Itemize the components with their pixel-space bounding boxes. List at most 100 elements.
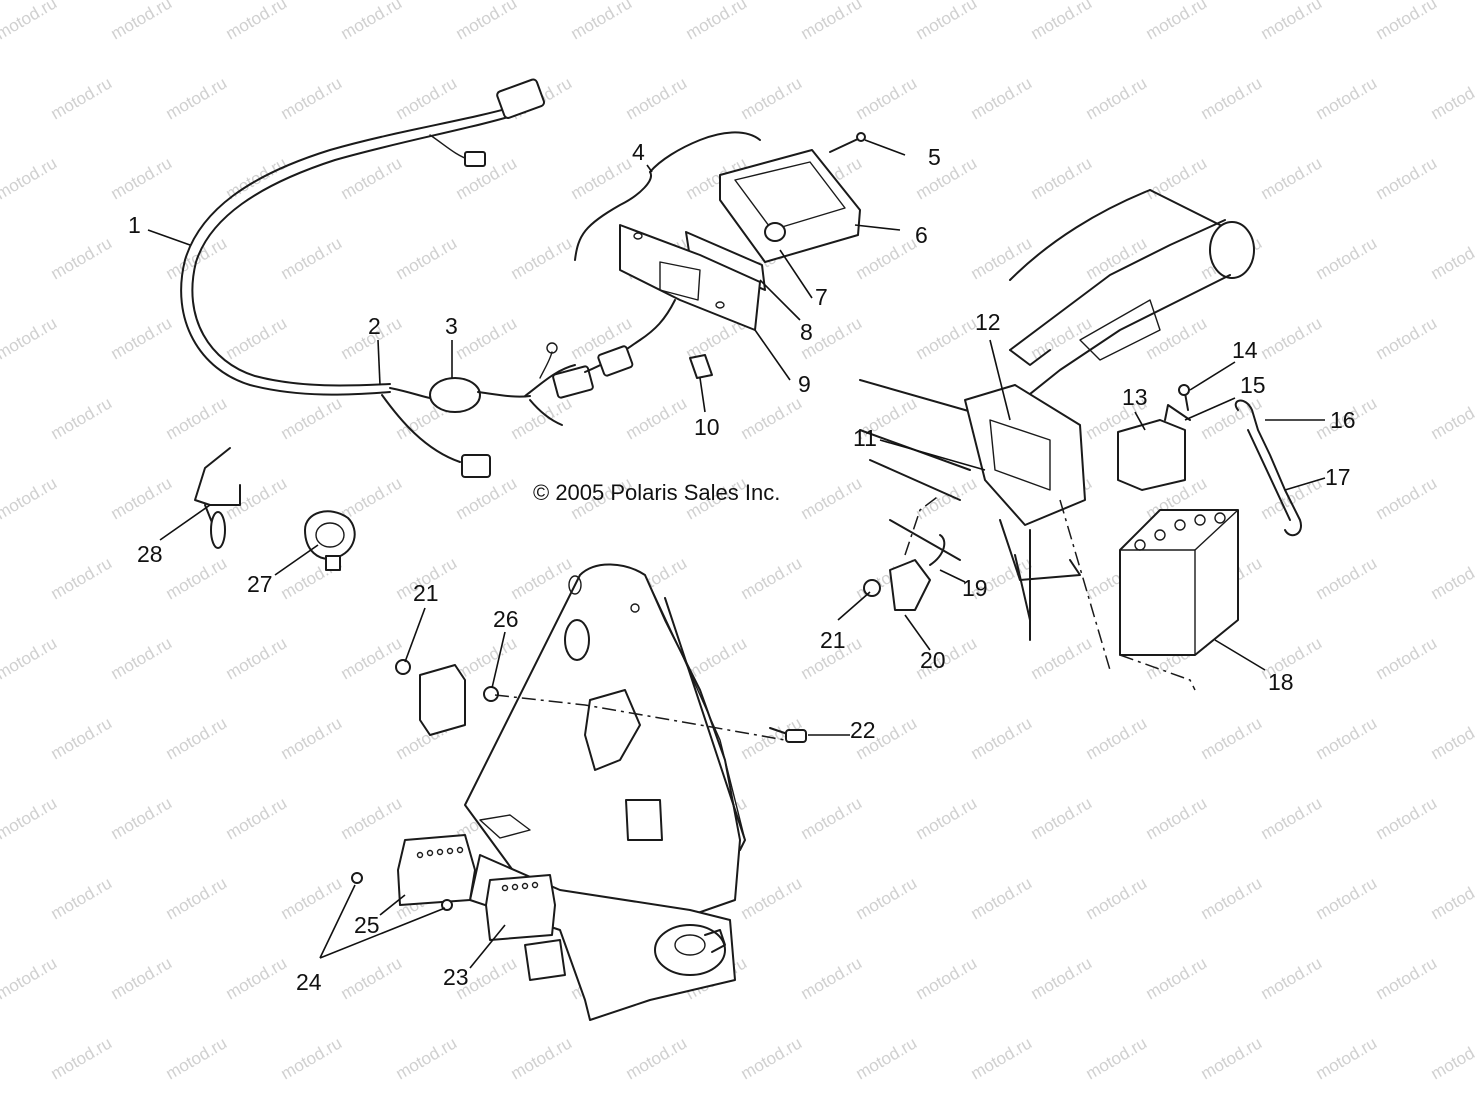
callout-26: 26 bbox=[493, 606, 519, 632]
watermark-text: motod.ru bbox=[1258, 153, 1326, 203]
watermark-text: motod.ru bbox=[48, 873, 116, 923]
watermark-text: motod.ru bbox=[48, 73, 116, 123]
watermark-text: motod.ru bbox=[48, 1033, 116, 1083]
callout-13: 13 bbox=[1122, 384, 1148, 410]
watermark-text: motod.ru bbox=[968, 1033, 1036, 1083]
watermark-text: motod.ru bbox=[338, 953, 406, 1003]
watermark-text: motod.ru bbox=[1313, 873, 1381, 923]
watermark-text: motod.ru bbox=[338, 153, 406, 203]
watermark-text: motod.ru bbox=[278, 393, 346, 443]
callout-21b: 21 bbox=[413, 580, 439, 606]
watermark-text: motod.ru bbox=[853, 1033, 921, 1083]
watermark-text: motod.ru bbox=[1028, 153, 1096, 203]
callout-8: 8 bbox=[800, 319, 813, 345]
callout-14: 14 bbox=[1232, 337, 1258, 363]
watermark-text: motod.ru bbox=[0, 0, 60, 43]
watermark-text: motod.ru bbox=[0, 633, 60, 683]
watermark-text: motod.ru bbox=[1313, 713, 1381, 763]
watermark-text: motod.ru bbox=[1028, 793, 1096, 843]
watermark-text: motod.ru bbox=[48, 713, 116, 763]
watermark-text: motod.ru bbox=[1373, 153, 1441, 203]
watermark-text: motod.ru bbox=[1258, 953, 1326, 1003]
watermark-text: motod.ru bbox=[453, 0, 521, 43]
watermark-text: motod.ru bbox=[338, 793, 406, 843]
watermark-text: motod.ru bbox=[223, 793, 291, 843]
callout-2: 2 bbox=[368, 313, 381, 339]
watermark-text: motod.ru bbox=[223, 0, 291, 43]
callout-6: 6 bbox=[915, 222, 928, 248]
watermark-text: motod.ru bbox=[913, 473, 981, 523]
watermark-text: motod.ru bbox=[108, 153, 176, 203]
callout-23: 23 bbox=[443, 964, 469, 990]
watermark-text: motod.ru bbox=[1083, 713, 1151, 763]
watermark-text: motod.ru bbox=[798, 473, 866, 523]
watermark-text: motod.ru bbox=[508, 233, 576, 283]
watermark-text: motod.ru bbox=[108, 313, 176, 363]
clamp-27 bbox=[304, 510, 356, 571]
watermark-text: motod.ru bbox=[568, 0, 636, 43]
watermark-text: motod.ru bbox=[1083, 1033, 1151, 1083]
callout-10: 10 bbox=[694, 414, 720, 440]
callout-5: 5 bbox=[928, 144, 941, 170]
watermark-text: motod.ru bbox=[278, 713, 346, 763]
leader-lines bbox=[147, 139, 1326, 969]
watermark-text: motod.ru bbox=[278, 233, 346, 283]
callout-27: 27 bbox=[247, 571, 273, 597]
callout-16: 16 bbox=[1330, 407, 1356, 433]
watermark-text: motod.ru bbox=[0, 473, 60, 523]
callout-28: 28 bbox=[137, 541, 163, 567]
watermark-text: motod.ru bbox=[338, 633, 406, 683]
watermark-text: motod.ru bbox=[1028, 633, 1096, 683]
watermark-text: motod.ru bbox=[48, 553, 116, 603]
watermark-text: motod.ru bbox=[508, 1033, 576, 1083]
callout-4: 4 bbox=[632, 139, 645, 165]
watermark-text: motod.ru bbox=[223, 953, 291, 1003]
watermark-text: motod.ru bbox=[738, 393, 806, 443]
callout-21a: 21 bbox=[820, 627, 846, 653]
watermark-text: motod.ru bbox=[223, 473, 291, 523]
watermark-text: motod.ru bbox=[1373, 633, 1441, 683]
watermark-text: motod.ru bbox=[163, 393, 231, 443]
watermark-text: motod.ru bbox=[393, 73, 461, 123]
watermark-text: motod.ru bbox=[0, 793, 60, 843]
watermark-text: motod.ru bbox=[163, 553, 231, 603]
watermark-text: motod.ru bbox=[683, 0, 751, 43]
watermark-text: motod.ru bbox=[738, 1033, 806, 1083]
watermark-text: motod.ru bbox=[738, 73, 806, 123]
watermark-text: motod.ru bbox=[1198, 873, 1266, 923]
watermark-text: motod.ru bbox=[1198, 1033, 1266, 1083]
watermark-text: motod.ru bbox=[913, 953, 981, 1003]
watermark-text: motod.ru bbox=[278, 873, 346, 923]
watermark-text: motod.ru bbox=[1143, 953, 1211, 1003]
watermark-text: motod.ru bbox=[108, 0, 176, 43]
watermark-text: motod.ru bbox=[1198, 73, 1266, 123]
watermark-text: motod.ru bbox=[48, 233, 116, 283]
watermark-text: motod.ru bbox=[968, 873, 1036, 923]
watermark-text: motod.ru bbox=[913, 793, 981, 843]
tail-light-assembly bbox=[574, 131, 866, 379]
callout-3: 3 bbox=[445, 313, 458, 339]
watermark-text: motod.ru bbox=[1428, 73, 1476, 123]
watermark-text: motod.ru bbox=[1373, 953, 1441, 1003]
callout-9: 9 bbox=[798, 371, 811, 397]
watermark-text: motod.ru bbox=[853, 73, 921, 123]
callout-25: 25 bbox=[354, 912, 380, 938]
watermark-text: motod.ru bbox=[738, 553, 806, 603]
watermark-text: motod.ru bbox=[163, 713, 231, 763]
frame-battery-area bbox=[859, 189, 1302, 691]
watermark-text: motod.ru bbox=[623, 393, 691, 443]
watermark-text: motod.ru bbox=[48, 393, 116, 443]
watermark-text: motod.ru bbox=[1028, 313, 1096, 363]
watermark-text: motod.ru bbox=[163, 873, 231, 923]
watermark-text: motod.ru bbox=[1258, 793, 1326, 843]
watermark-text: motod.ru bbox=[738, 873, 806, 923]
watermark-text: motod.ru bbox=[1373, 473, 1441, 523]
watermark-text: motod.ru bbox=[108, 473, 176, 523]
watermark-text: motod.ru bbox=[278, 1033, 346, 1083]
watermark-text: motod.ru bbox=[1313, 73, 1381, 123]
watermark-text: motod.ru bbox=[913, 0, 981, 43]
watermark-text: motod.ru bbox=[1373, 0, 1441, 43]
callout-1: 1 bbox=[128, 212, 141, 238]
watermark-text: motod.ru bbox=[393, 233, 461, 283]
